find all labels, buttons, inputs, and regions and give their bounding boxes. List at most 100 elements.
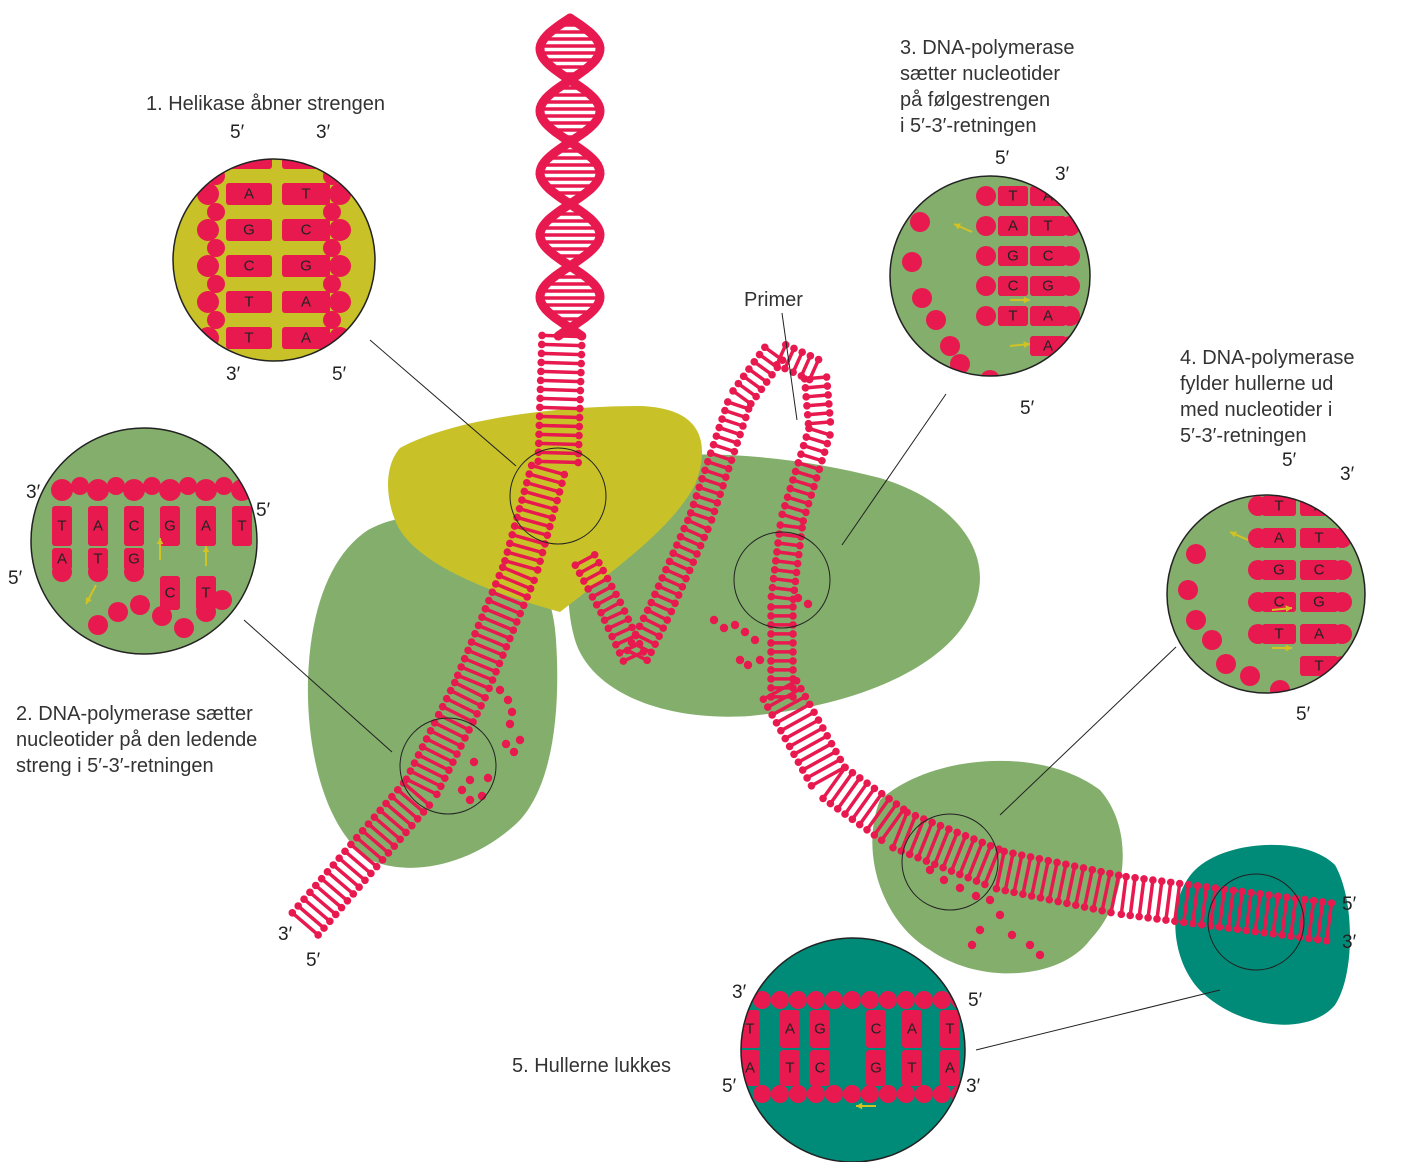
nucleotide-dot xyxy=(795,758,803,766)
nucleotide-dot xyxy=(415,751,423,759)
phosphate-dot xyxy=(1060,186,1080,206)
nucleotide-dot xyxy=(704,525,712,533)
nucleotide-dot xyxy=(1126,912,1134,920)
nucleotide-dot xyxy=(506,635,514,643)
nucleotide-dot xyxy=(445,766,453,774)
nucleotide-dot xyxy=(1044,857,1052,865)
nucleotide-dot xyxy=(577,387,585,395)
nucleotide-dot xyxy=(625,615,633,623)
nucleotide-dot xyxy=(628,639,636,647)
helicase-left-base-letter: T xyxy=(244,150,253,167)
nucleotide-dot xyxy=(503,643,511,651)
fill-right-base-letter: C xyxy=(1314,562,1325,579)
phosphate-dot xyxy=(323,203,341,221)
nucleotide-dot xyxy=(601,616,609,624)
nucleotide-dot xyxy=(577,378,585,386)
nucleotide-dot xyxy=(784,493,792,501)
nucleotide-dot xyxy=(856,821,864,829)
nucleotide-dot xyxy=(466,796,474,804)
nucleotide-dot xyxy=(1229,887,1237,895)
nucleotide-dot xyxy=(651,591,659,599)
phosphate-dot xyxy=(251,477,269,495)
nucleotide-dot xyxy=(1153,915,1161,923)
phosphate-dot xyxy=(108,602,128,622)
nucleotide-dot xyxy=(1135,913,1143,921)
nucleotide-dot xyxy=(1117,911,1125,919)
nucleotide-dot xyxy=(574,459,582,467)
nucleotide-dot xyxy=(580,577,588,585)
nucleotide-dot xyxy=(714,499,722,507)
nucleotide-dot xyxy=(1301,896,1309,904)
caption-leading-line-1: 2. DNA-polymerase sætter xyxy=(16,703,253,725)
phosphate-dot xyxy=(807,1085,825,1103)
nucleotide-dot xyxy=(968,941,976,949)
fill-left-base-letter: G xyxy=(1273,562,1285,579)
close-bottom-base-letter: A xyxy=(745,1060,755,1077)
nucleotide-dot xyxy=(939,864,947,872)
nucleotide-dot xyxy=(684,517,692,525)
nucleotide-dot xyxy=(499,651,507,659)
zoom-lagging: ATCGAATAGCT xyxy=(890,176,1090,402)
nucleotide-dot xyxy=(729,387,737,395)
nucleotide-dot xyxy=(687,509,695,517)
nucleotide-dot xyxy=(449,758,457,766)
nucleotide-dot xyxy=(821,448,829,456)
nucleotide-dot xyxy=(411,759,419,767)
dna-helix xyxy=(540,18,600,336)
nucleotide-dot xyxy=(464,647,472,655)
nucleotide-dot xyxy=(841,810,849,818)
nucleotide-dot xyxy=(477,702,485,710)
close-bottom-left-end: 5′ xyxy=(722,1076,737,1097)
nucleotide-dot xyxy=(1097,868,1105,876)
nucleotide-dot xyxy=(457,742,465,750)
nucleotide-dot xyxy=(539,549,547,557)
nucleotide-dot xyxy=(810,483,818,491)
nucleotide-dot xyxy=(731,448,739,456)
helicase-bottom-right-end: 5′ xyxy=(332,364,347,385)
nucleotide-dot xyxy=(798,348,806,356)
phosphate-dot xyxy=(879,1085,897,1103)
rung xyxy=(807,759,840,777)
nucleotide-dot xyxy=(802,693,810,701)
nucleotide-dot xyxy=(470,758,478,766)
nucleotide-dot xyxy=(903,809,911,817)
nucleotide-dot xyxy=(394,786,402,794)
nucleotide-dot xyxy=(320,924,328,932)
nucleotide-dot xyxy=(885,795,893,803)
phosphate-dot xyxy=(174,618,194,638)
rung xyxy=(541,371,581,372)
nucleotide-dot xyxy=(742,414,750,422)
nucleotide-dot xyxy=(447,687,455,695)
nucleotide-dot xyxy=(849,816,857,824)
nucleotide-dot xyxy=(510,748,518,756)
nucleotide-dot xyxy=(518,496,526,504)
lagging-left-base-letter: G xyxy=(1007,248,1019,265)
phosphate-dot xyxy=(197,291,219,313)
nucleotide-dot xyxy=(802,393,810,401)
leading-top-base-letter: T xyxy=(237,518,246,535)
nucleotide-dot xyxy=(1287,932,1295,940)
nucleotide-dot xyxy=(940,876,948,884)
rung xyxy=(540,389,580,390)
phosphate-dot xyxy=(207,239,225,257)
nucleotide-dot xyxy=(786,485,794,493)
nucleotide-dot xyxy=(593,601,601,609)
nucleotide-dot xyxy=(1185,881,1193,889)
nucleotide-dot xyxy=(668,608,676,616)
leader-close xyxy=(976,990,1220,1050)
nucleotide-dot xyxy=(797,685,805,693)
nucleotide-dot xyxy=(802,509,810,517)
nucleotide-dot xyxy=(468,638,476,646)
leading-bottom-base-letter: T xyxy=(201,585,210,602)
nucleotide-dot xyxy=(736,656,744,664)
nucleotide-dot xyxy=(795,551,803,559)
nucleotide-dot xyxy=(485,597,493,605)
helicase-top-left-end: 5′ xyxy=(230,122,245,143)
nucleotide-dot xyxy=(597,609,605,617)
helicase-bottom-left-end: 3′ xyxy=(226,364,241,385)
nucleotide-dot xyxy=(1225,924,1233,932)
nucleotide-dot xyxy=(385,849,393,857)
nucleotide-dot xyxy=(427,727,435,735)
caption-fill-line-3: med nucleotider i xyxy=(1180,399,1332,421)
lagging-left-base-letter: A xyxy=(1008,218,1018,235)
